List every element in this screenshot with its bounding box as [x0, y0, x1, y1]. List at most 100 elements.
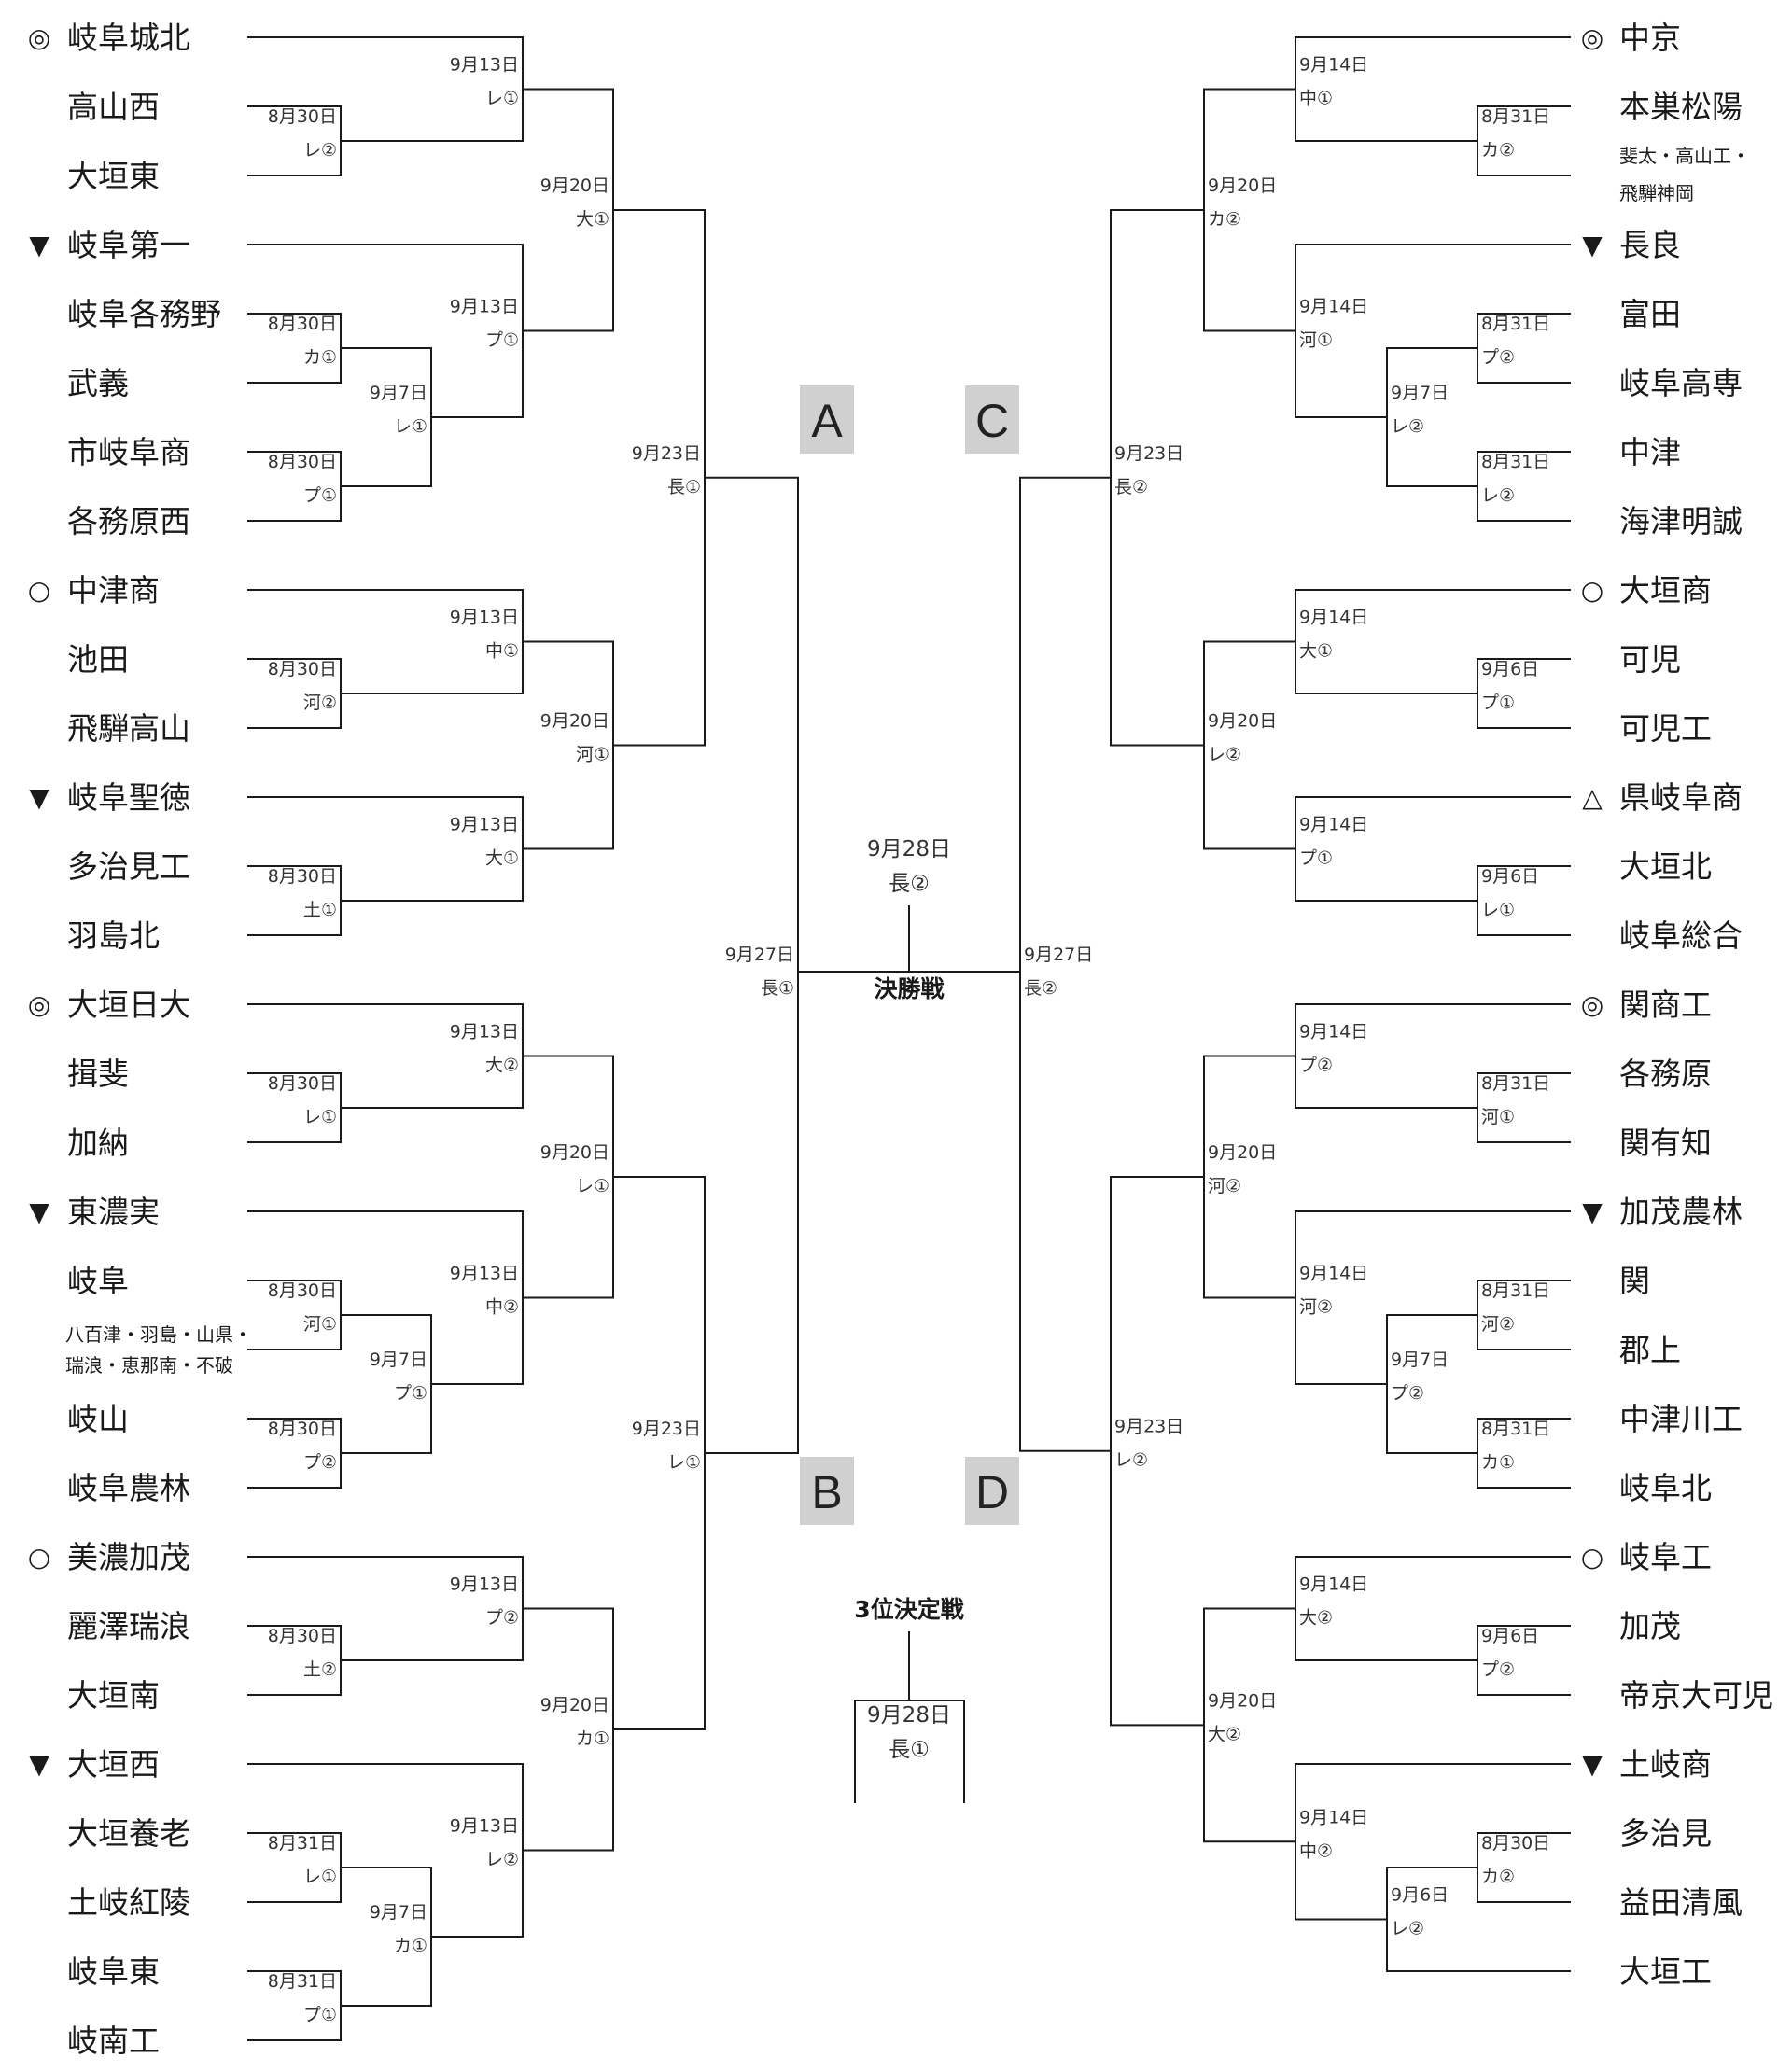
- game-venue: プ②: [1481, 1659, 1515, 1680]
- game-venue: 大②: [1208, 1724, 1241, 1744]
- left-note-line-1: 八百津・羽島・山県・: [65, 1323, 252, 1346]
- team-name: 可児: [1619, 641, 1681, 678]
- game-date: 8月30日: [268, 659, 337, 679]
- game-venue: 土②: [303, 1659, 337, 1680]
- team-name: 飛騨高山: [67, 710, 190, 747]
- team-name: 各務原西: [67, 503, 190, 539]
- game-date: 9月6日: [1481, 659, 1539, 679]
- game-date: 9月20日: [1208, 711, 1277, 732]
- team-name: 海津明誠: [1619, 503, 1743, 539]
- team-name: 土岐紅陵: [67, 1884, 190, 1921]
- game-date: 9月13日: [450, 1574, 519, 1595]
- semi-right-venue: 長②: [1024, 978, 1057, 999]
- team-name: 市岐阜商: [67, 434, 190, 470]
- game-date: 9月23日: [632, 1419, 701, 1439]
- game-venue: 河①: [1299, 330, 1333, 351]
- team-name: 岐阜高専: [1619, 365, 1743, 401]
- game-venue: レ①: [667, 1452, 701, 1473]
- seed-mark: ▼: [1582, 1196, 1603, 1227]
- third-place-venue: 長①: [889, 1738, 930, 1762]
- game-date: 8月30日: [268, 1073, 337, 1094]
- team-name: 大垣日大: [67, 987, 190, 1023]
- team-name: 岐阜東: [67, 1953, 160, 1990]
- game-date: 9月7日: [1391, 383, 1449, 403]
- game-date: 8月30日: [268, 314, 337, 334]
- game-date: 8月31日: [1481, 1073, 1550, 1094]
- right-team-list: ◎中京本巣松陽▼長良富田岐阜高専中津海津明誠○大垣商可児可児工△県岐阜商大垣北岐…: [1581, 20, 1773, 1990]
- game-venue: 中②: [1299, 1840, 1333, 1861]
- game-date: 9月13日: [450, 815, 519, 835]
- team-name: 中津川工: [1619, 1401, 1743, 1437]
- team-name: 岐阜第一: [67, 227, 190, 263]
- team-name: 長良: [1619, 227, 1681, 263]
- game-venue: 河①: [303, 1314, 337, 1335]
- game-date: 9月7日: [1391, 1350, 1449, 1370]
- final-title: 決勝戦: [874, 975, 944, 1002]
- game-venue: 河②: [1481, 1314, 1515, 1335]
- game-labels: 8月30日レ②9月13日レ①8月30日カ①8月30日プ①9月7日レ①9月13日プ…: [268, 55, 1551, 2026]
- game-venue: 大①: [1299, 641, 1333, 662]
- block-c: C: [965, 385, 1019, 454]
- game-venue: 河①: [576, 745, 609, 765]
- game-venue: プ①: [1481, 693, 1515, 713]
- team-name: 池田: [67, 641, 129, 678]
- seed-mark: ▼: [29, 230, 49, 260]
- team-name: 高山西: [67, 89, 160, 125]
- game-date: 8月31日: [1481, 314, 1550, 334]
- game-venue: プ①: [394, 1383, 427, 1404]
- game-date: 9月7日: [370, 383, 427, 403]
- game-date: 9月14日: [1299, 297, 1368, 317]
- bracket-lines: [247, 36, 1571, 2041]
- game-venue: プ②: [1481, 347, 1515, 368]
- block-b-label: B: [811, 1466, 842, 1518]
- block-a-label: A: [811, 395, 843, 447]
- final-date: 9月28日: [867, 837, 951, 861]
- third-place-title: 3位決定戦: [854, 1596, 963, 1623]
- game-date: 8月30日: [1481, 1833, 1550, 1854]
- game-date: 9月14日: [1299, 608, 1368, 628]
- left-team-list: ◎岐阜城北高山西大垣東▼岐阜第一岐阜各務野武義市岐阜商各務原西○中津商池田飛騨高…: [28, 20, 221, 2059]
- seed-mark: ○: [28, 575, 50, 606]
- semi-left-venue: 長①: [761, 978, 794, 999]
- team-name: 岐阜: [67, 1263, 129, 1299]
- game-date: 8月31日: [1481, 1280, 1550, 1301]
- game-venue: レ①: [303, 1107, 337, 1127]
- game-venue: レ①: [394, 416, 427, 437]
- team-name: 岐阜北: [1619, 1470, 1712, 1506]
- semi-left-connector: [705, 476, 799, 1454]
- team-name: 岐阜農林: [67, 1470, 190, 1506]
- game-date: 8月30日: [268, 866, 337, 887]
- team-name: 多治見: [1619, 1815, 1712, 1852]
- game-venue: カ①: [1481, 1452, 1515, 1473]
- game-venue: プ②: [1391, 1383, 1424, 1404]
- game-venue: 長②: [1114, 477, 1148, 497]
- game-date: 9月20日: [1208, 1142, 1277, 1163]
- team-name: 麗澤瑞浪: [67, 1608, 190, 1644]
- game-date: 9月7日: [370, 1902, 427, 1923]
- team-name: 関有知: [1619, 1125, 1712, 1161]
- team-name: 美濃加茂: [67, 1539, 190, 1575]
- game-venue: 大①: [485, 848, 519, 869]
- block-c-label: C: [975, 395, 1009, 447]
- right-note-line-2: 飛騨神岡: [1619, 182, 1694, 204]
- team-name: 大垣西: [67, 1746, 160, 1783]
- game-venue: 大①: [576, 209, 609, 230]
- game-date: 9月14日: [1299, 815, 1368, 835]
- game-date: 9月14日: [1299, 1022, 1368, 1042]
- seed-mark: ◎: [1581, 989, 1603, 1020]
- game-date: 8月30日: [268, 452, 337, 472]
- game-venue: 土①: [303, 900, 337, 920]
- team-name: 羽島北: [67, 917, 160, 954]
- team-name: 加納: [67, 1125, 129, 1161]
- team-name: 益田清風: [1619, 1884, 1743, 1921]
- team-name: 可児工: [1619, 710, 1712, 747]
- game-date: 9月13日: [450, 297, 519, 317]
- third-place-date: 9月28日: [867, 1703, 951, 1728]
- right-note-line-1: 斐太・高山工・: [1619, 145, 1750, 167]
- team-name: 帝京大可児: [1619, 1677, 1773, 1714]
- game-venue: 河②: [1299, 1297, 1333, 1318]
- team-name: 本巣松陽: [1619, 89, 1743, 125]
- game-venue: 大②: [485, 1056, 519, 1076]
- game-venue: 河②: [1208, 1176, 1241, 1196]
